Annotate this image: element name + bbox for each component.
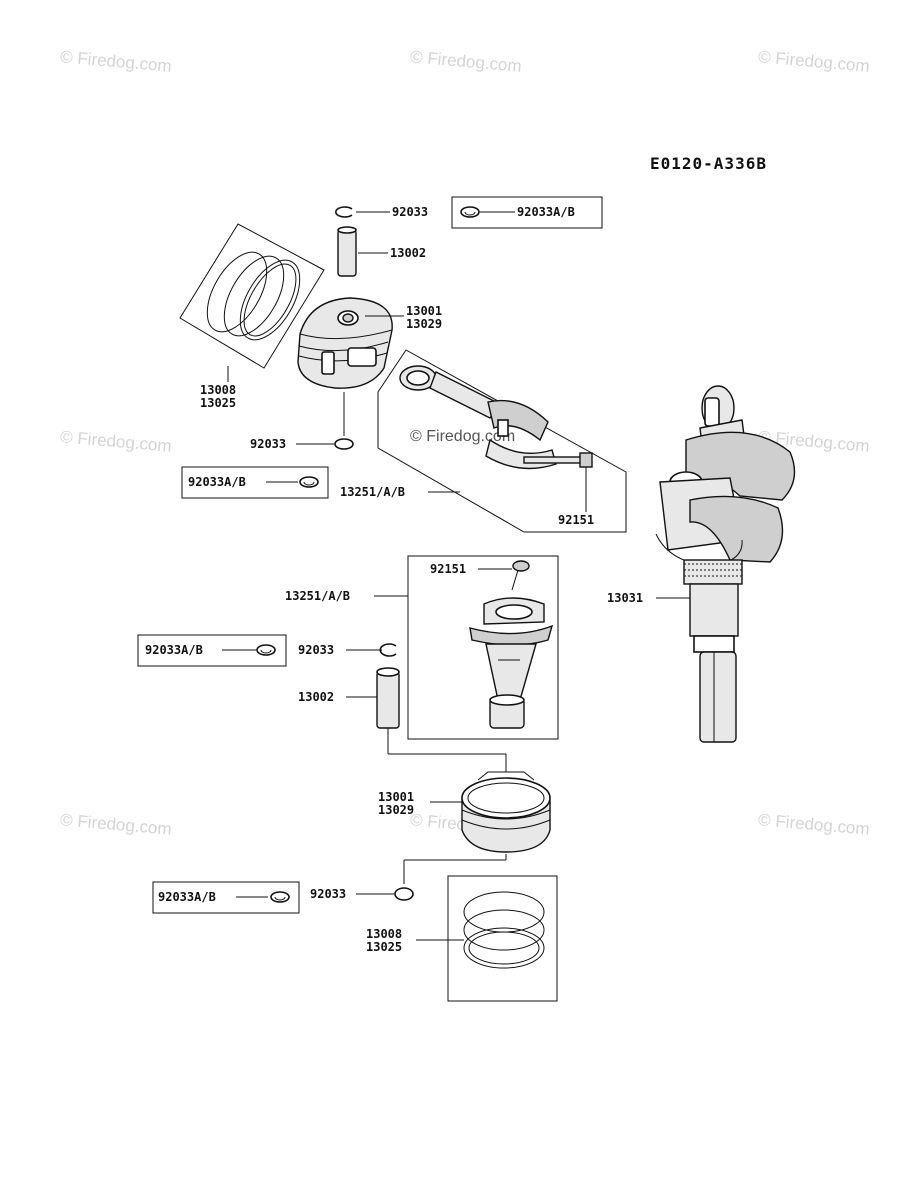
label-piston-top: 13001 13029 [406, 304, 443, 331]
label-snap-ring-set-bottom: 92033A/B [158, 890, 216, 904]
rings-box-bottom [447, 875, 558, 1002]
label-snap-ring-set-top: 92033A/B [517, 205, 575, 219]
rings-box-top [179, 223, 325, 369]
rod-bolt-bottom [511, 560, 530, 591]
connecting-rod-bottom [469, 597, 554, 729]
piston-pin-top [337, 226, 357, 277]
piston-bottom [461, 771, 551, 853]
label-rings-bottom: 13008 13025 [366, 927, 403, 954]
snap-ring-low [379, 643, 397, 657]
label-bolt-top: 92151 [558, 513, 595, 527]
snap-ring-mid [334, 438, 354, 450]
label-snap-ring-mid: 92033 [250, 437, 287, 451]
label-rings-top: 13008 13025 [200, 383, 237, 410]
snap-ring-top [335, 206, 353, 218]
label-bolt-bottom: 92151 [430, 562, 467, 576]
diagram-code: E0120-A336B [650, 154, 767, 173]
snap-ring-set-box-top [451, 196, 603, 229]
snap-ring-set-box-low [137, 634, 287, 667]
snap-ring-set-box-bottom [152, 881, 300, 914]
label-pin-top: 13002 [390, 246, 427, 260]
label-rod-top: 13251/A/B [340, 485, 406, 499]
label-snap-ring-set-mid: 92033A/B [188, 475, 246, 489]
crankshaft [655, 385, 796, 743]
rod-bolt-top [523, 452, 593, 468]
snap-ring-bottom [394, 887, 414, 901]
label-snap-ring-bottom: 92033 [310, 887, 347, 901]
connecting-rod-top [399, 365, 557, 470]
piston-top [297, 297, 393, 389]
piston-rings-top [206, 251, 301, 341]
piston-pin-bottom [376, 667, 400, 729]
watermark-center: © Firedog.com [410, 428, 516, 445]
rod-box-bottom [407, 555, 559, 740]
label-piston-bottom: 13001 13029 [378, 790, 415, 817]
label-snap-ring-low: 92033 [298, 643, 335, 657]
label-pin-bottom: 13002 [298, 690, 335, 704]
label-snap-ring-top: 92033 [392, 205, 429, 219]
label-crankshaft: 13031 [607, 591, 644, 605]
piston-rings-bottom [463, 891, 545, 969]
snap-ring-set-box-mid [181, 466, 329, 499]
rod-box-top [377, 349, 627, 533]
label-snap-ring-set-low: 92033A/B [145, 643, 203, 657]
label-rod-bottom: 13251/A/B [285, 589, 351, 603]
